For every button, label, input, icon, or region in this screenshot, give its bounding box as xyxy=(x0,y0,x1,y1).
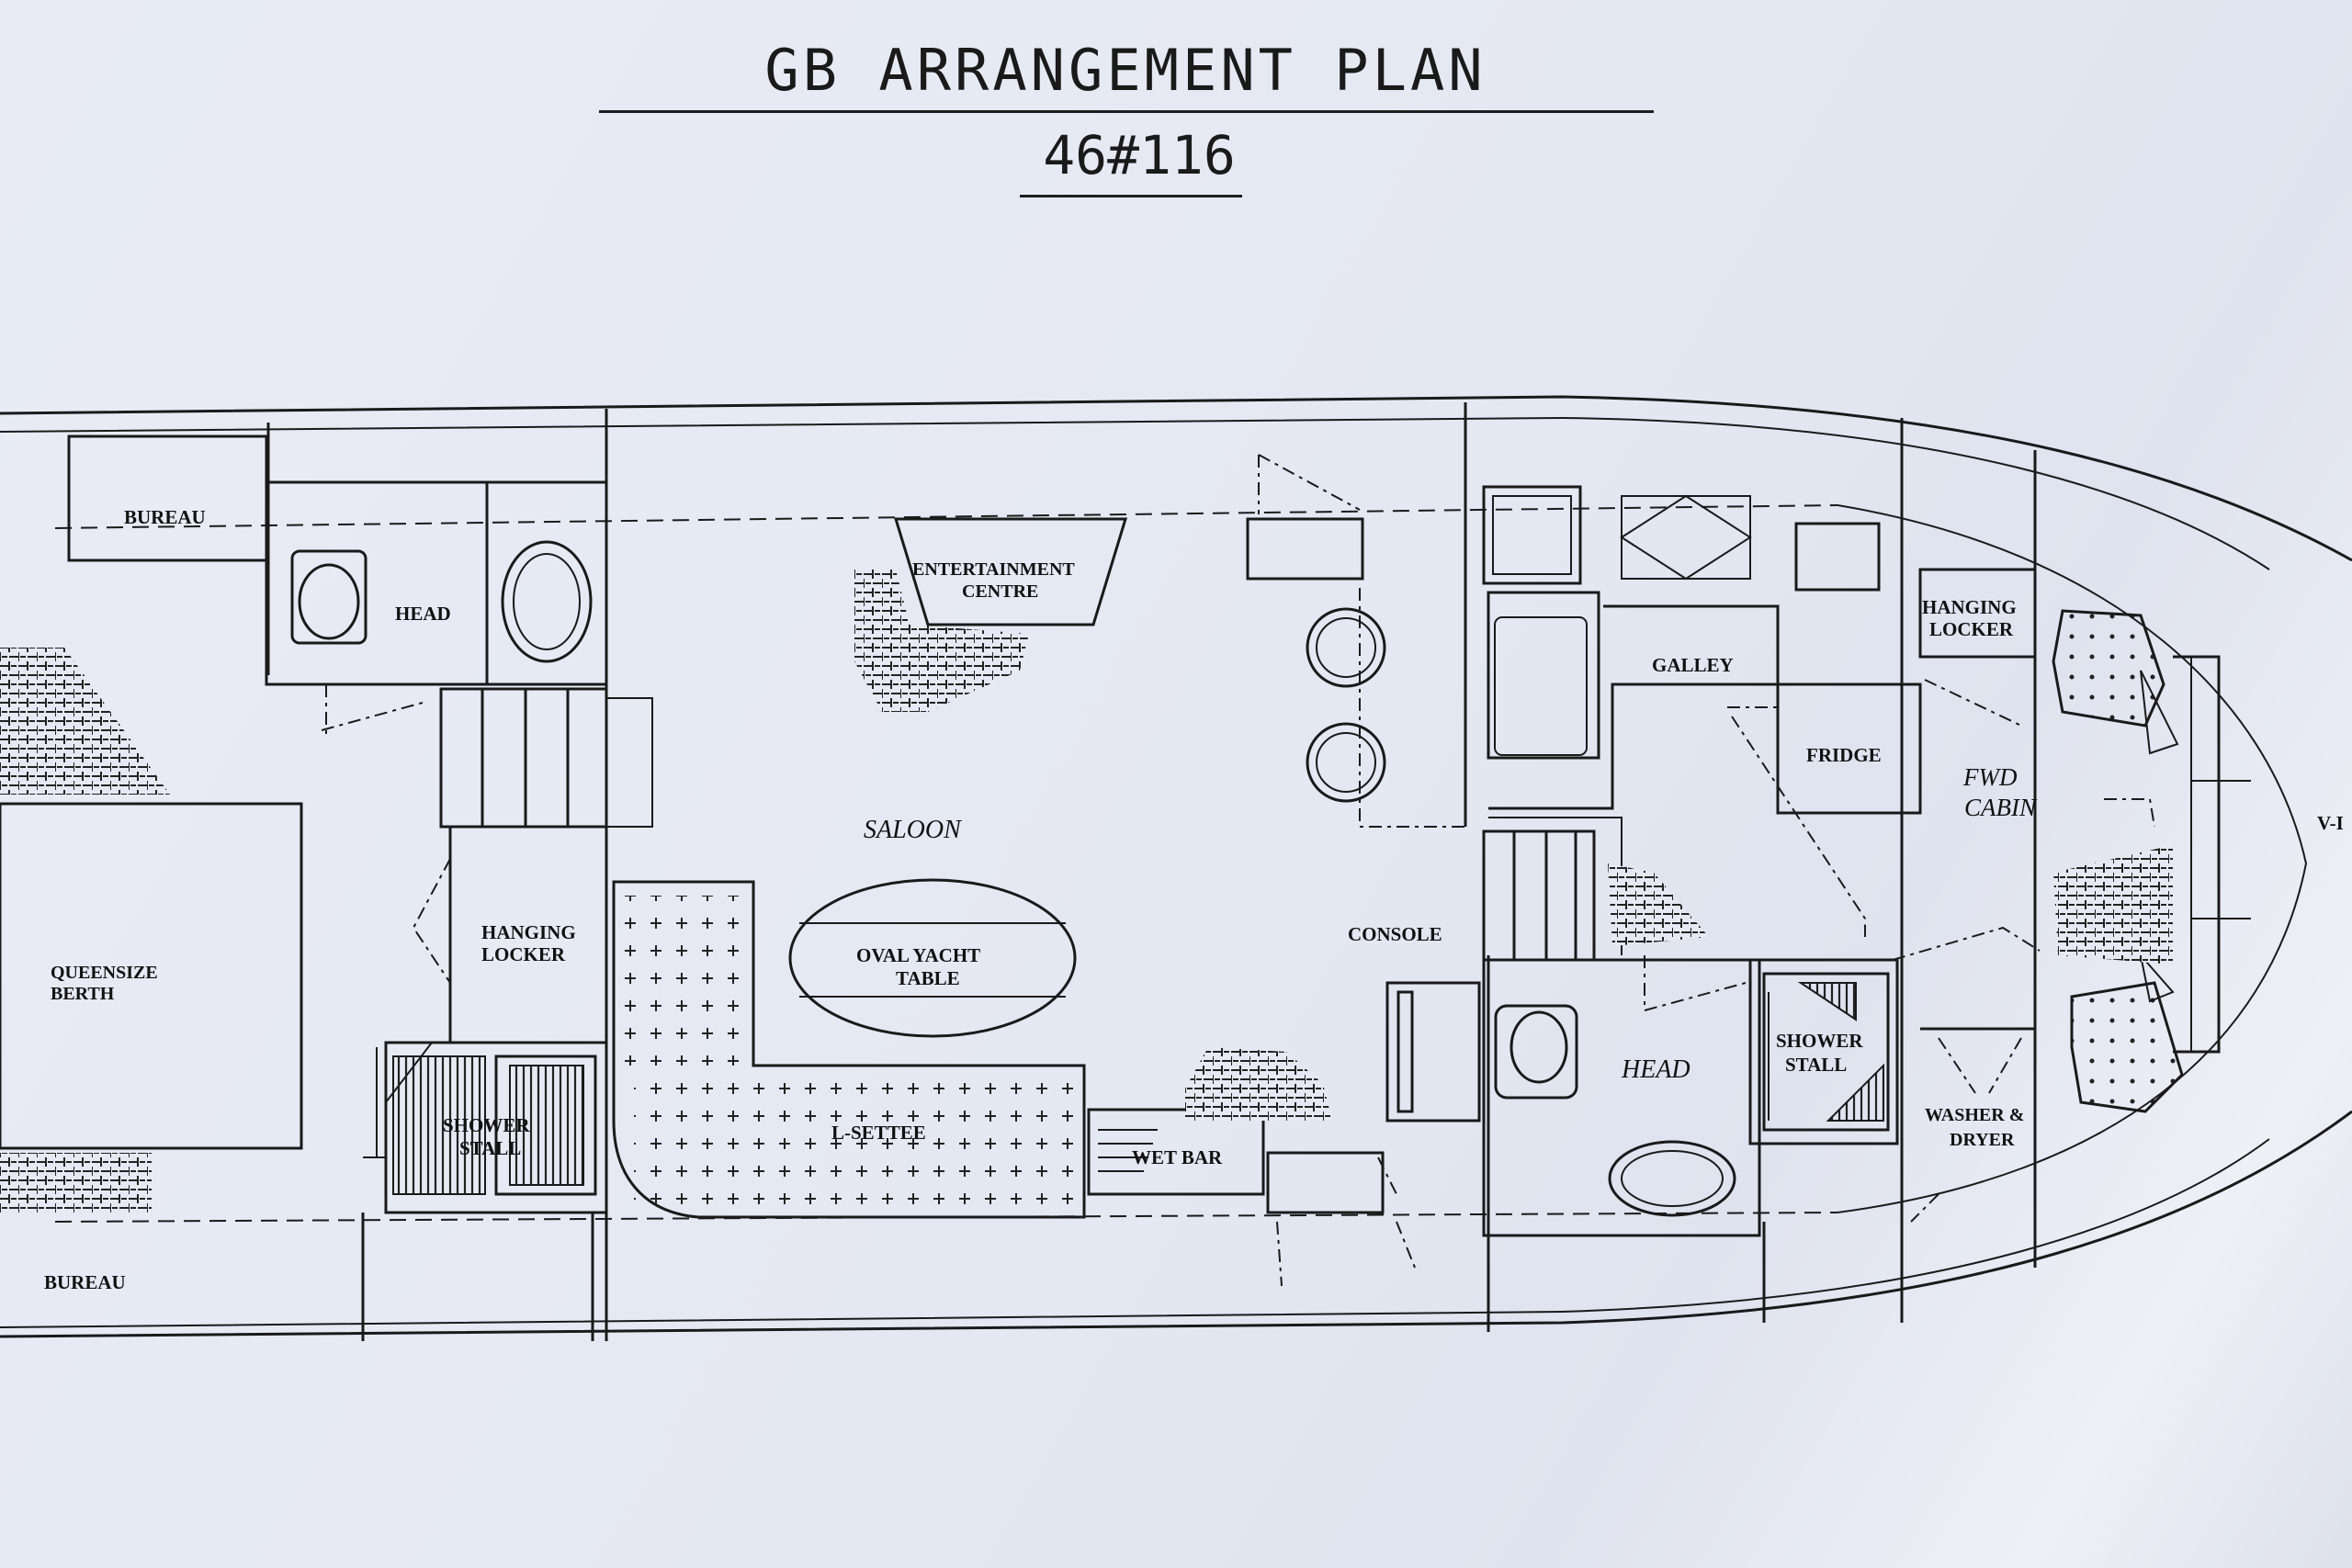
label-washer-dryer-1: WASHER & xyxy=(1925,1105,2024,1125)
toilet-bowl-aft xyxy=(298,563,360,640)
bow-curve xyxy=(1837,504,2308,1213)
plan-number: 46#116 xyxy=(1043,124,1236,186)
v-berth-frame xyxy=(2173,655,2221,1054)
fridge xyxy=(1776,682,1922,815)
label-oval-table-2: TABLE xyxy=(896,967,960,989)
entertainment-centre xyxy=(893,517,1128,626)
label-l-settee: L-SETTEE xyxy=(831,1122,926,1144)
hull-inner-bottom xyxy=(0,1138,2270,1328)
console xyxy=(1385,981,1481,1122)
label-queensize-2: BERTH xyxy=(51,984,115,1004)
sole-fwd-cabin xyxy=(2053,845,2173,964)
label-fwd-cabin-2: CABIN xyxy=(1964,794,2038,821)
label-fridge: FRIDGE xyxy=(1806,744,1882,766)
label-queensize-1: QUEENSIZE xyxy=(51,963,158,983)
label-saloon: SALOON xyxy=(864,816,962,844)
helm-chair-2 xyxy=(1306,722,1386,803)
galley-counter-l xyxy=(1488,604,1780,810)
label-oval-table-1: OVAL YACHT xyxy=(856,944,980,966)
label-hanging-locker-fwd-2: LOCKER xyxy=(1929,618,2014,640)
sole-aft-berth xyxy=(0,648,170,795)
hull-outline-bottom xyxy=(0,1110,2352,1338)
label-shower-aft-1: SHOWER xyxy=(443,1114,530,1136)
chair-cabinet xyxy=(1246,517,1364,581)
label-galley: GALLEY xyxy=(1652,654,1734,676)
bureau-top xyxy=(67,434,268,562)
label-head-aft: HEAD xyxy=(395,603,451,625)
label-console: CONSOLE xyxy=(1348,923,1442,945)
steps-fwd xyxy=(1482,829,1596,962)
sole-galley xyxy=(1608,863,1709,946)
oval-yacht-table xyxy=(788,878,1077,1038)
shower-stall-aft xyxy=(384,1041,608,1214)
label-fwd-cabin-1: FWD xyxy=(1962,763,2018,791)
hanging-locker-fwd xyxy=(1918,568,2037,659)
helm-chair-1 xyxy=(1306,607,1386,688)
title-underline xyxy=(599,110,1654,113)
label-hanging-locker-fwd-1: HANGING xyxy=(1922,596,2017,618)
shower-stall-fwd xyxy=(1748,958,1899,1145)
steps-aft xyxy=(439,687,608,829)
label-wet-bar: WET BAR xyxy=(1132,1146,1223,1168)
label-hanging-locker-aft-1: HANGING xyxy=(481,921,576,943)
label-head-fwd: HEAD xyxy=(1621,1055,1690,1084)
label-shower-fwd-1: SHOWER xyxy=(1776,1030,1863,1052)
head-aft-room xyxy=(265,480,608,686)
sink-aft xyxy=(501,540,593,663)
queensize-berth xyxy=(0,802,303,1150)
galley-counter xyxy=(1487,591,1600,760)
sole-wetbar xyxy=(1185,1047,1332,1121)
label-washer-dryer-2: DRYER xyxy=(1950,1130,2015,1150)
galley-stove xyxy=(1482,485,1582,585)
label-bureau-bottom: BUREAU xyxy=(44,1271,126,1293)
label-bureau-top: BUREAU xyxy=(124,506,206,528)
label-entertainment-2: CENTRE xyxy=(962,581,1038,602)
deck-dash-bottom xyxy=(54,1212,1838,1223)
hull-inner-top xyxy=(0,416,2270,570)
deck-dash-top xyxy=(54,504,1838,529)
plan-title: GB ARRANGEMENT PLAN xyxy=(764,37,1487,104)
plan-number-underline xyxy=(1020,195,1242,197)
pillow-2 xyxy=(2070,981,2184,1113)
label-v-berth-partial: V-I xyxy=(2317,812,2344,834)
sink-fwd xyxy=(1608,1140,1736,1217)
head-fwd-room xyxy=(1482,958,1761,1237)
sole-aft-bottom xyxy=(0,1153,152,1213)
label-entertainment-1: ENTERTAINMENT xyxy=(912,559,1075,580)
pillow-1 xyxy=(2052,609,2165,728)
sole-entertainment xyxy=(854,570,1029,712)
label-shower-fwd-2: STALL xyxy=(1785,1054,1847,1076)
toilet-aft xyxy=(290,549,368,645)
label-shower-aft-2: STALL xyxy=(459,1137,521,1159)
label-hanging-locker-aft-2: LOCKER xyxy=(481,943,566,965)
hull-outline-top xyxy=(0,395,2352,562)
wet-bar xyxy=(1087,1108,1265,1196)
galley-cabinet-diamonds xyxy=(1620,494,1752,581)
